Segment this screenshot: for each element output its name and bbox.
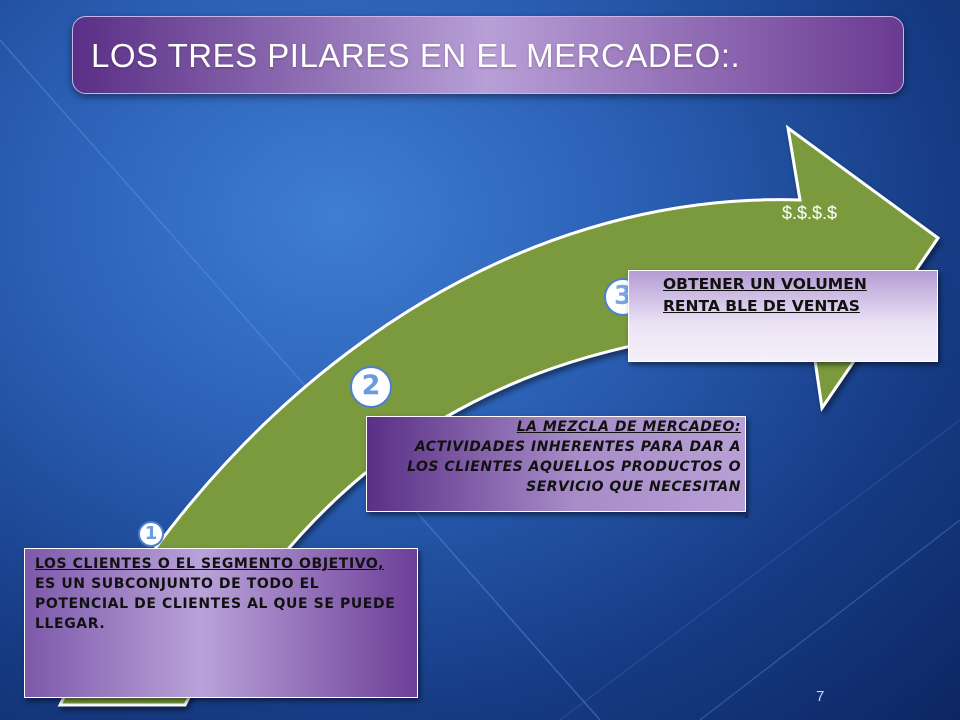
pillar-1-body: ES UN SUBCONJUNTO DE TODO EL POTENCIAL D… xyxy=(35,576,396,632)
pillar-1-badge: 1 xyxy=(138,521,164,547)
pillar-2-heading: LA MEZCLA DE MERCADEO: xyxy=(516,419,741,435)
title-banner: LOS TRES PILARES EN EL MERCADEO:. xyxy=(72,16,904,94)
arrow-money-label: $.$.$.$ xyxy=(782,203,838,223)
pillar-3-number: 3 xyxy=(613,281,633,311)
pillar-2-body: ACTIVIDADES INHERENTES PARA DAR A LOS CL… xyxy=(407,439,741,495)
pillar-1-box: LOS CLIENTES O EL SEGMENTO OBJETIVO, ES … xyxy=(24,548,418,698)
pillar-2-box: LA MEZCLA DE MERCADEO: ACTIVIDADES INHER… xyxy=(366,416,746,512)
pillar-1-heading: LOS CLIENTES O EL SEGMENTO OBJETIVO, xyxy=(35,556,385,572)
page-number: 7 xyxy=(816,688,825,705)
pillar-2-suffix: . xyxy=(744,506,750,522)
pillar-3-box: OBTENER UN VOLUMEN RENTA BLE DE VENTAS xyxy=(628,270,938,362)
pillar-1-number: 1 xyxy=(144,523,158,544)
pillar-3-heading: OBTENER UN VOLUMEN RENTA BLE DE VENTAS xyxy=(663,275,867,315)
pillar-2-badge: 2 xyxy=(350,366,392,408)
page-title: LOS TRES PILARES EN EL MERCADEO:. xyxy=(91,37,741,74)
pillar-2-number: 2 xyxy=(361,370,381,401)
